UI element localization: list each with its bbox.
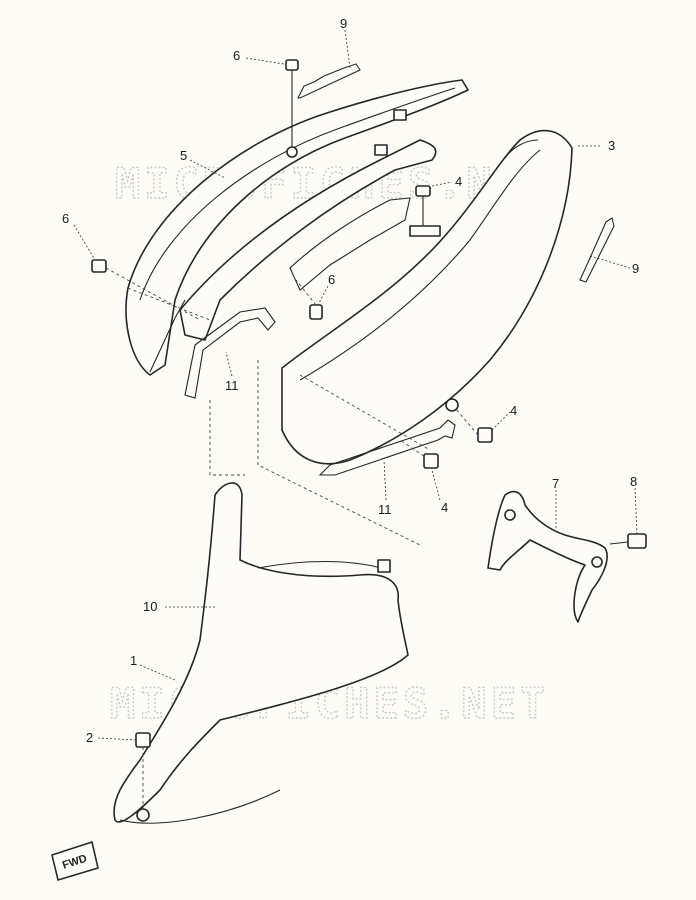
- callout-11-right: 11: [378, 502, 392, 517]
- part-seal-right: [579, 217, 615, 283]
- callout-1: 1: [130, 653, 137, 668]
- assembly-guide-lines: [127, 287, 431, 546]
- callout-4-upper: 4: [455, 174, 462, 189]
- callout-5: 5: [180, 148, 187, 163]
- callout-6-mid: 6: [328, 272, 335, 287]
- part-bolt-bracket: [609, 533, 647, 549]
- callout-8: 8: [630, 474, 637, 489]
- callout-2: 2: [86, 730, 93, 745]
- part-lower-casing: [113, 482, 409, 824]
- part-bolt-mid: [295, 279, 323, 320]
- part-bolt-upper: [409, 185, 441, 237]
- callout-leaders: [73, 29, 638, 741]
- callout-numbers: 9 6 5 3 4 6 9 6 4 11 11 4 7 8 10 1 2: [62, 16, 639, 745]
- callout-6-top: 6: [233, 48, 240, 63]
- callout-10: 10: [143, 599, 157, 614]
- callout-9-top: 9: [340, 16, 347, 31]
- callout-3: 3: [608, 138, 615, 153]
- part-handle-left: [184, 307, 276, 399]
- part-seal-top: [297, 63, 361, 99]
- part-bracket: [487, 490, 608, 623]
- part-handle-right: [318, 419, 456, 476]
- part-bolt-lower-right: [454, 407, 493, 443]
- part-bolt-left: [91, 259, 201, 321]
- part-middle-cowling: [179, 109, 437, 341]
- part-bolt-top: [285, 59, 299, 158]
- callout-6-left: 6: [62, 211, 69, 226]
- part-top-cowling: [125, 79, 469, 376]
- part-side-cowling: [281, 129, 573, 465]
- callout-7: 7: [552, 476, 559, 491]
- callout-4-lower: 4: [441, 500, 448, 515]
- part-bolt-bottom: [135, 732, 151, 810]
- callout-11-left: 11: [225, 378, 239, 393]
- callout-9-right: 9: [632, 261, 639, 276]
- part-bolt-lower-center: [399, 439, 439, 469]
- callout-4-right: 4: [510, 403, 517, 418]
- forward-direction-marker: FWD: [51, 841, 99, 881]
